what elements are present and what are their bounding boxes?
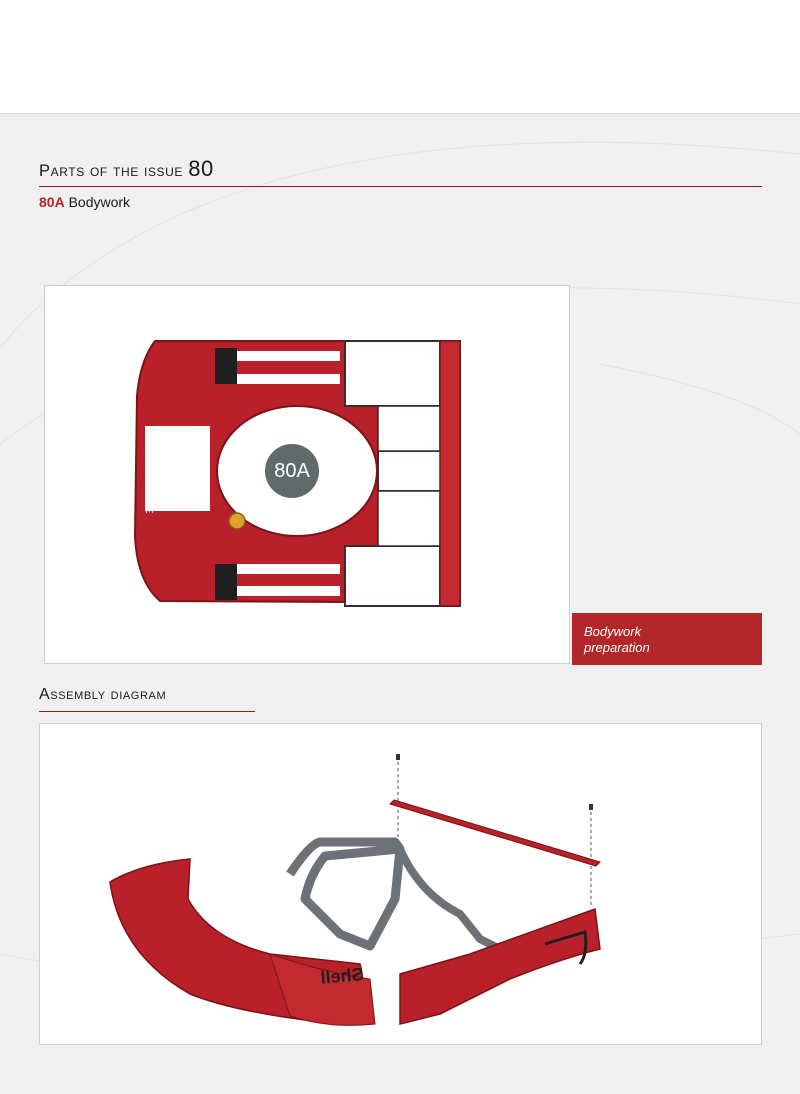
caption-box: Bodywork preparation [572, 613, 762, 665]
caption-line-2: preparation [584, 640, 650, 655]
screw-left [396, 754, 400, 844]
part-photo-frame: PORSCHE 80A [44, 285, 570, 664]
porsche-decal: PORSCHE [143, 446, 154, 516]
parts-title-text: Parts of the issue [39, 162, 184, 180]
assembly-section-title: Assembly diagram [39, 686, 167, 703]
shell-decal: Shell [320, 964, 365, 988]
part-code: 80A [39, 194, 65, 210]
part-name: Bodywork [68, 194, 131, 210]
assembly-diagram: Shell [109, 754, 601, 1026]
top-band [0, 0, 800, 114]
sponsor-decal-bottom [215, 564, 237, 600]
screw-right [589, 804, 593, 906]
caption-line-1: Bodywork [584, 624, 642, 639]
issue-number: 80 [188, 156, 214, 181]
red-bar-part [389, 799, 601, 867]
part-item: 80A Bodywork [39, 194, 130, 210]
title-rule [39, 711, 255, 712]
assembly-diagram-frame: Shell [39, 723, 762, 1045]
fuel-cap [228, 512, 246, 530]
part-badge: 80A [265, 444, 319, 498]
parts-section-title: Parts of the issue 80 [39, 156, 214, 182]
title-rule [39, 186, 762, 187]
sponsor-decal-top [215, 348, 237, 384]
